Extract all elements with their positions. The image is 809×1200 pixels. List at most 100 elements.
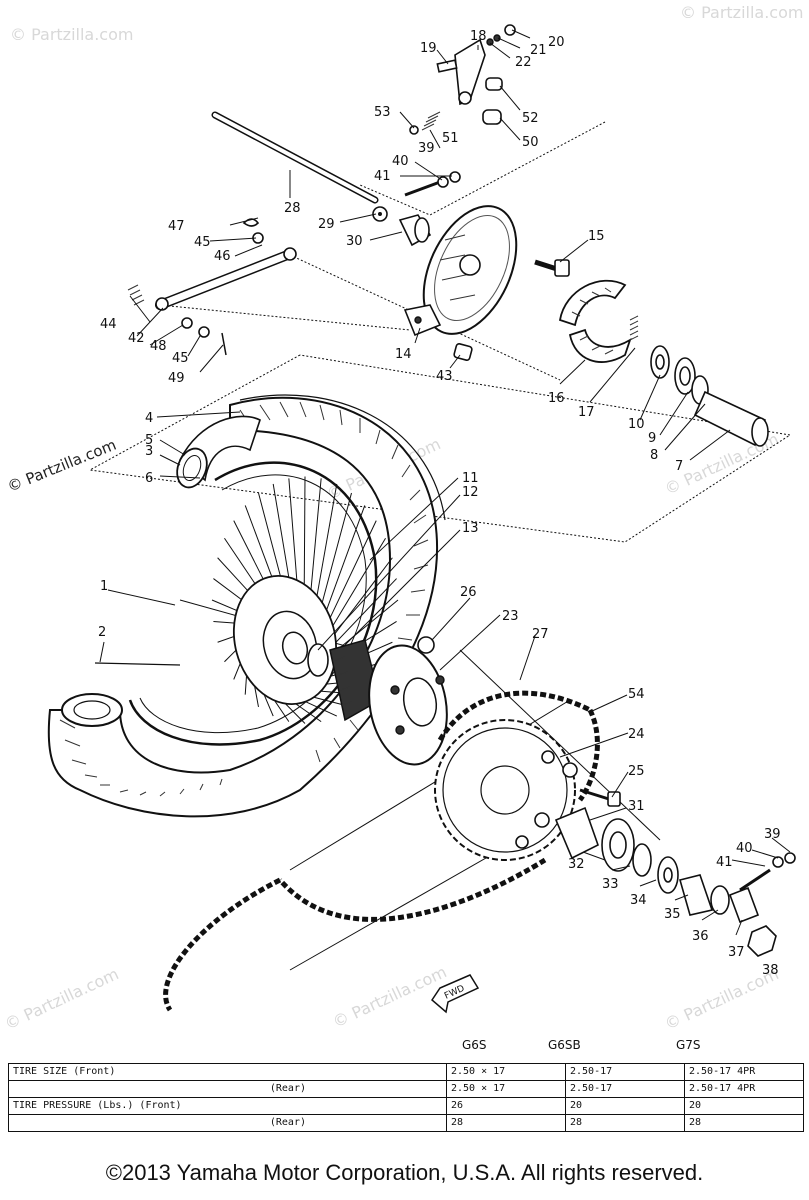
callout-19: 19 <box>420 41 437 56</box>
brake-shoe-plate <box>403 205 518 337</box>
spacer <box>398 214 432 247</box>
row-label: TIRE PRESSURE (Lbs.) (Front) <box>8 1097 226 1115</box>
callout-16: 16 <box>548 391 565 406</box>
callout-18: 18 <box>470 29 487 44</box>
spoke <box>258 492 285 591</box>
callout-25: 25 <box>628 764 645 779</box>
cell-g6s: 2.50 × 17 <box>446 1063 566 1081</box>
watermark: © Partzilla.com <box>330 962 450 1031</box>
row-sublabel: (Rear) <box>225 1080 448 1098</box>
drive-chain <box>163 690 600 1012</box>
callout-37: 37 <box>728 945 745 960</box>
leader-lines <box>99 29 791 955</box>
spoke <box>321 505 366 622</box>
callout-44: 44 <box>100 317 117 332</box>
callout-52: 52 <box>522 111 539 126</box>
cell-g6sb: 2.50-17 <box>565 1080 685 1098</box>
table-row: TIRE PRESSURE (Lbs.) (Front) 26 20 20 <box>8 1097 804 1115</box>
callout-15: 15 <box>588 229 605 244</box>
callout-10: 10 <box>628 417 645 432</box>
callout-11: 11 <box>462 471 479 486</box>
watermark: © Partzilla.com <box>10 25 133 44</box>
watermark: © Partzilla.com <box>5 436 119 496</box>
callout-45: 45 <box>172 351 189 366</box>
callout-9: 9 <box>648 431 656 446</box>
callout-40: 40 <box>392 154 409 169</box>
callout-4: 4 <box>145 411 153 426</box>
callout-5: 5 <box>145 433 153 448</box>
cell-g6s: 28 <box>446 1114 566 1132</box>
upper-bolt-set <box>372 171 461 222</box>
callout-42: 42 <box>128 331 145 346</box>
row-sublabel: (Rear) <box>225 1114 448 1132</box>
callout-8: 8 <box>650 448 658 463</box>
row-sublabel <box>225 1097 448 1115</box>
callout-51: 51 <box>442 131 459 146</box>
callout-48: 48 <box>150 339 167 354</box>
callout-39: 39 <box>418 141 435 156</box>
callout-41: 41 <box>716 855 733 870</box>
table-row: TIRE SIZE (Front) 2.50 × 17 2.50-17 2.50… <box>8 1063 804 1081</box>
callout-1: 1 <box>100 579 108 594</box>
spoke <box>272 483 292 591</box>
copyright-notice: ©2013 Yamaha Motor Corporation, U.S.A. A… <box>105 1160 704 1185</box>
brake-shoes <box>558 279 639 363</box>
brake-cam <box>453 259 570 361</box>
callout-34: 34 <box>630 893 647 908</box>
callout-54: 54 <box>628 687 645 702</box>
table-row: (Rear) 28 28 28 <box>8 1114 804 1132</box>
callout-17: 17 <box>578 405 595 420</box>
callout-3: 3 <box>145 444 153 459</box>
rear-wheel <box>47 394 446 818</box>
callout-38: 38 <box>762 963 779 978</box>
row-label <box>8 1114 226 1132</box>
rear-sprocket <box>434 719 578 861</box>
cell-g7s: 28 <box>684 1114 804 1132</box>
callout-49: 49 <box>168 371 185 386</box>
exploded-parts-diagram: © Partzilla.com © Partzilla.com © Partzi… <box>2 3 804 1034</box>
callout-31: 31 <box>628 799 645 814</box>
callout-23: 23 <box>502 609 519 624</box>
cell-g7s: 20 <box>684 1097 804 1115</box>
callout-14: 14 <box>395 347 412 362</box>
callout-40: 40 <box>736 841 753 856</box>
callout-29: 29 <box>318 217 335 232</box>
torque-arm <box>127 218 297 356</box>
callout-50: 50 <box>522 135 539 150</box>
watermark: © Partzilla.com <box>680 3 803 22</box>
spoke <box>314 483 338 608</box>
axle <box>211 111 379 204</box>
spoke <box>318 492 352 615</box>
callout-43: 43 <box>436 369 453 384</box>
callout-30: 30 <box>346 234 363 249</box>
cell-g6s: 2.50 × 17 <box>446 1080 566 1098</box>
callout-20: 20 <box>548 35 565 50</box>
row-label: TIRE SIZE (Front) <box>8 1063 226 1081</box>
cell-g6sb: 2.50-17 <box>565 1063 685 1081</box>
callout-33: 33 <box>602 877 619 892</box>
callout-2: 2 <box>98 625 106 640</box>
row-sublabel <box>225 1063 448 1081</box>
model-header-g7s: G7S <box>676 1038 701 1052</box>
spoke <box>303 476 306 597</box>
cell-g7s: 2.50-17 4PR <box>684 1063 804 1081</box>
brake-cam-lever <box>409 24 516 135</box>
cell-g7s: 2.50-17 4PR <box>684 1080 804 1098</box>
spoke <box>324 557 393 648</box>
callout-35: 35 <box>664 907 681 922</box>
callout-6: 6 <box>145 471 153 486</box>
spoke <box>288 478 299 593</box>
callout-46: 46 <box>214 249 231 264</box>
callout-22: 22 <box>515 55 532 70</box>
model-header-g6s: G6S <box>462 1038 487 1052</box>
callout-27: 27 <box>532 627 549 642</box>
callout-13: 13 <box>462 521 479 536</box>
sprocket-bolt-stack <box>554 788 796 957</box>
callout-21: 21 <box>530 43 547 58</box>
callout-36: 36 <box>692 929 709 944</box>
callout-24: 24 <box>628 727 645 742</box>
model-header-g6sb: G6SB <box>548 1038 581 1052</box>
table-row: (Rear) 2.50 × 17 2.50-17 2.50-17 4PR <box>8 1080 804 1098</box>
callout-12: 12 <box>462 485 479 500</box>
watermark: © Partzilla.com <box>2 964 122 1033</box>
